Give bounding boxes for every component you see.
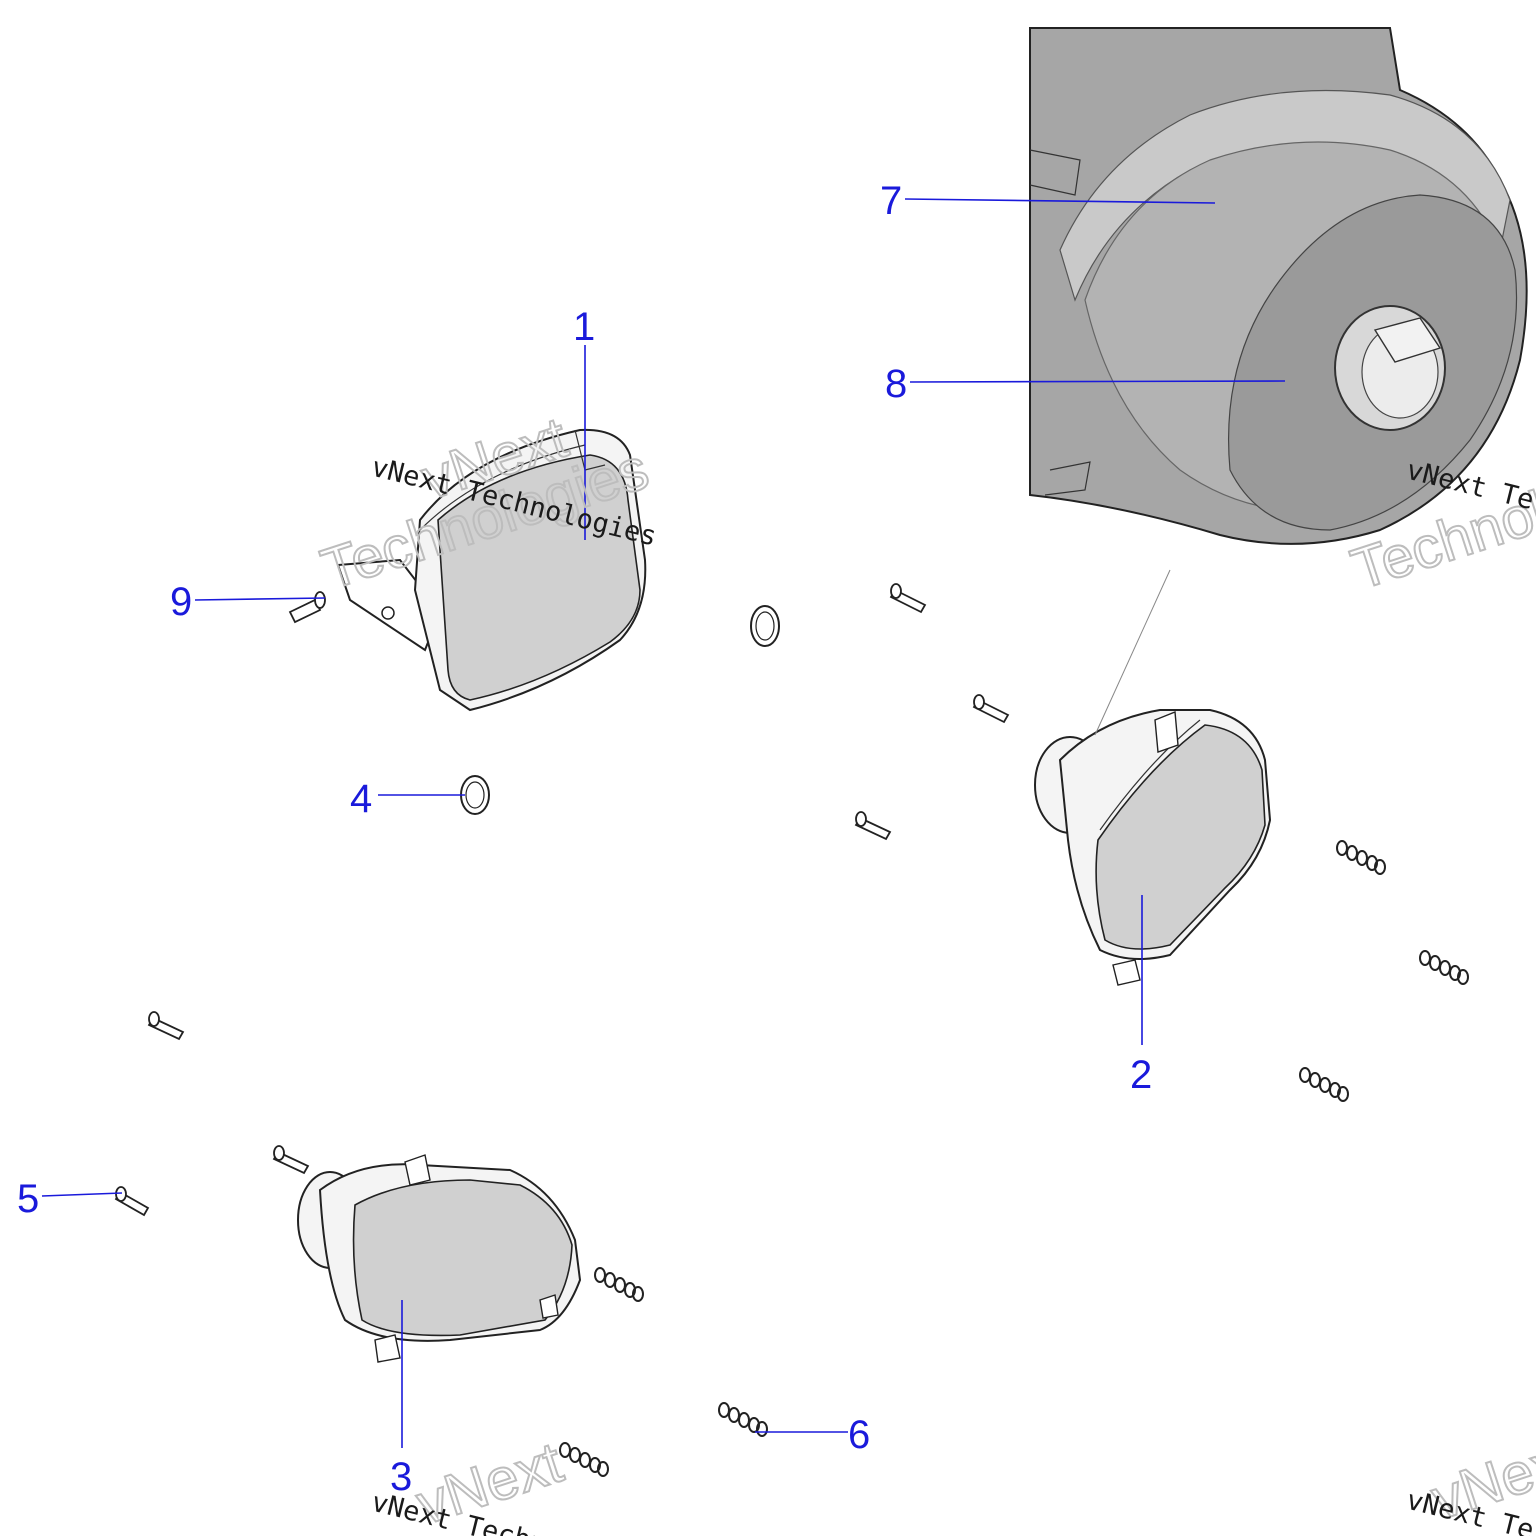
headlight-left-lens — [352, 1179, 573, 1337]
watermark-lower: vNext vNext Technologies — [368, 1429, 659, 1536]
callout-1: 1 — [573, 305, 595, 349]
callout-8: 8 — [885, 362, 907, 406]
headlight-right-lens — [1095, 724, 1266, 950]
spring-3 — [1299, 1067, 1349, 1102]
screw-1 — [288, 598, 322, 624]
spring-5 — [718, 1402, 768, 1437]
callout-labels: 1 2 3 4 5 6 7 8 9 — [17, 179, 1152, 1499]
leader-lines — [41, 198, 1286, 1448]
callout-3: 3 — [390, 1455, 412, 1499]
headlight-upper — [336, 428, 647, 712]
housing-assembly — [1029, 27, 1528, 545]
spring-group — [559, 840, 1469, 1477]
screw-group — [114, 583, 1010, 1217]
bulb-tab — [1373, 317, 1442, 363]
spring-1 — [1336, 840, 1386, 875]
headlight-left — [297, 1154, 582, 1363]
callout-4: 4 — [350, 777, 372, 821]
spring-6 — [559, 1442, 609, 1477]
callout-7: 7 — [880, 179, 902, 223]
callout-2: 2 — [1130, 1053, 1152, 1097]
watermark-lower-right: vNext vNext Te — [1403, 1424, 1536, 1536]
callout-6: 6 — [848, 1413, 870, 1457]
callout-9: 9 — [170, 580, 192, 624]
spring-2 — [1419, 950, 1469, 985]
headlight-right — [1034, 709, 1272, 986]
assembly-projection-line — [1094, 569, 1171, 736]
headlight-upper-lens — [437, 454, 641, 701]
o-ring-b — [460, 775, 490, 815]
callout-5: 5 — [17, 1177, 39, 1221]
o-ring-a — [750, 605, 780, 647]
spring-4 — [594, 1267, 644, 1302]
